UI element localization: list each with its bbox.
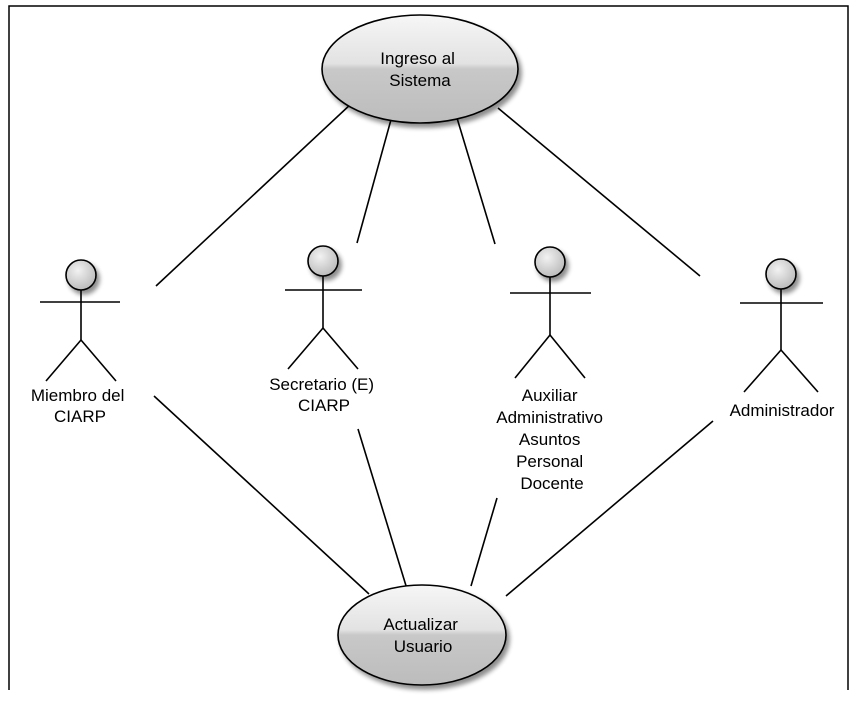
actor-secretary-leg-left: [287, 327, 324, 370]
actor-member-leg-right: [80, 339, 117, 382]
actor-assistant-leg-right: [549, 334, 586, 379]
assoc-secretary-update: [357, 428, 408, 590]
assoc-login-admin: [497, 107, 701, 277]
usecase-login[interactable]: Ingreso al Sistema: [321, 14, 519, 124]
assoc-login-secretary: [356, 115, 393, 244]
usecase-login-shape[interactable]: [321, 14, 519, 124]
actor-admin-leg-right: [780, 349, 819, 393]
actor-member-label: Miembro del CIARP: [31, 386, 129, 426]
actor-member-head: [65, 259, 97, 291]
usecase-login-label: Ingreso al Sistema: [380, 49, 459, 90]
assoc-admin-update: [505, 420, 714, 597]
assoc-member-update: [153, 395, 370, 595]
actor-secretary-label: Secretario (E) CIARP: [269, 375, 379, 415]
actor-admin-label: Administrador: [730, 401, 835, 420]
actor-admin[interactable]: Administrador: [730, 258, 835, 420]
usecase-update-user-shape[interactable]: [337, 584, 507, 686]
actor-secretary[interactable]: Secretario (E) CIARP: [269, 245, 379, 415]
associations: [153, 102, 714, 597]
actor-assistant-head: [534, 246, 566, 278]
actor-assistant-leg-left: [514, 334, 551, 379]
actor-assistant[interactable]: Auxiliar Administrativo Asuntos Personal…: [496, 246, 608, 493]
actor-secretary-head: [307, 245, 339, 277]
actor-assistant-label: Auxiliar Administrativo Asuntos Personal…: [496, 386, 608, 493]
assoc-login-member: [155, 102, 353, 287]
actor-member[interactable]: Miembro del CIARP: [31, 259, 129, 426]
actor-member-leg-left: [45, 339, 82, 382]
diagram-frame: [8, 5, 849, 690]
assoc-login-assistant: [456, 117, 496, 245]
actor-admin-leg-left: [743, 349, 782, 393]
usecase-update-user-label: Actualizar Usuario: [383, 615, 462, 656]
actor-secretary-leg-right: [322, 327, 359, 370]
actor-admin-head: [765, 258, 797, 290]
usecase-update-user[interactable]: Actualizar Usuario: [337, 584, 507, 686]
assoc-assistant-update: [470, 497, 498, 587]
